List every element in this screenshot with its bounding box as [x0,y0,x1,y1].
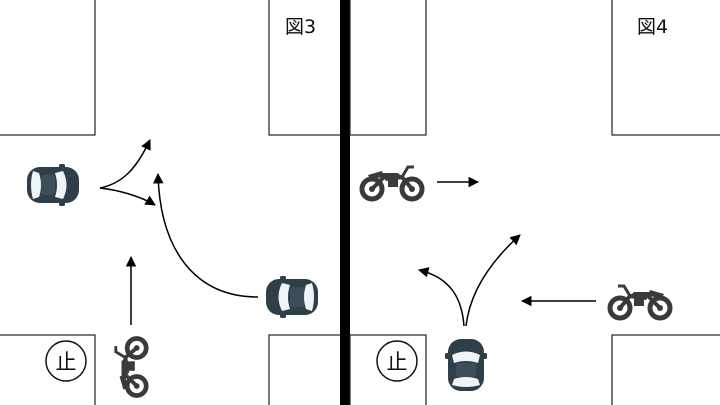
road-block-bottom-right [611,334,720,405]
stop-sign-text: 止 [56,350,77,374]
arrow-left-turn [99,139,151,189]
car-icon [27,164,79,206]
arrow-left-turn [417,267,465,327]
figure-label: 図3 [285,16,316,38]
stop-sign-icon: 止 [45,340,87,382]
car-icon [445,339,487,391]
road-block-top-right [268,0,350,136]
stop-sign-icon: 止 [376,340,418,382]
road-block-top-left [349,0,427,136]
car-icon [266,276,318,318]
figure-divider [340,0,350,405]
figure-3: 図3 止 [0,0,350,405]
arrow-right-turn [465,234,521,327]
stop-sign-text: 止 [387,350,408,374]
motorcycle-icon [610,286,670,318]
road-block-top-left [0,0,96,136]
figure-4: 図4 止 [349,0,720,405]
motorcycle-icon [116,339,146,396]
motorcycle-icon [362,167,422,199]
road-block-top-right [611,0,720,136]
figure-label: 図4 [637,16,668,38]
arrow-straight [99,187,156,206]
road-block-bottom-right [268,334,350,405]
arrow-right-turn [153,172,259,298]
